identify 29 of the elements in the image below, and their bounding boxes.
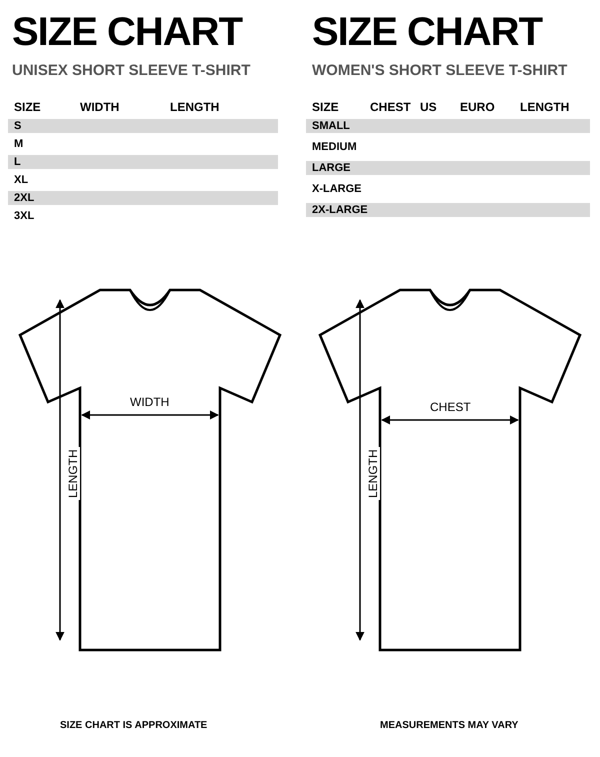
chart-subtitle: UNISEX SHORT SLEEVE T-SHIRT [12, 62, 250, 79]
footnote: MEASUREMENTS MAY VARY [380, 720, 518, 731]
column-header: SIZE [14, 100, 41, 114]
size-cell: S [14, 120, 22, 132]
size-cell: X-LARGE [312, 183, 362, 195]
chart-subtitle: WOMEN'S SHORT SLEEVE T-SHIRT [312, 62, 568, 79]
size-cell: 3XL [14, 210, 34, 222]
column-header: LENGTH [520, 100, 570, 114]
size-cell: M [14, 138, 24, 150]
size-cell: SMALL [312, 120, 350, 132]
column-header: LENGTH [170, 100, 220, 114]
size-cell: 2X-LARGE [312, 204, 368, 216]
dimension-label: WIDTH [128, 395, 172, 409]
size-cell: XL [14, 174, 28, 186]
dimension-label: LENGTH [366, 447, 380, 500]
column-header: WIDTH [80, 100, 120, 114]
dimension-label: LENGTH [66, 447, 80, 500]
size-cell: 2XL [14, 192, 34, 204]
column-header: CHEST [370, 100, 411, 114]
dimension-label: CHEST [428, 400, 473, 414]
size-cell: LARGE [312, 162, 350, 174]
column-header: EURO [460, 100, 495, 114]
chart-title: SIZE CHART [12, 10, 242, 55]
footnote: SIZE CHART IS APPROXIMATE [60, 720, 208, 731]
size-cell: L [14, 156, 21, 168]
chart-title: SIZE CHART [312, 10, 542, 55]
column-header: SIZE [312, 100, 339, 114]
size-cell: MEDIUM [312, 141, 357, 153]
column-header: US [420, 100, 437, 114]
